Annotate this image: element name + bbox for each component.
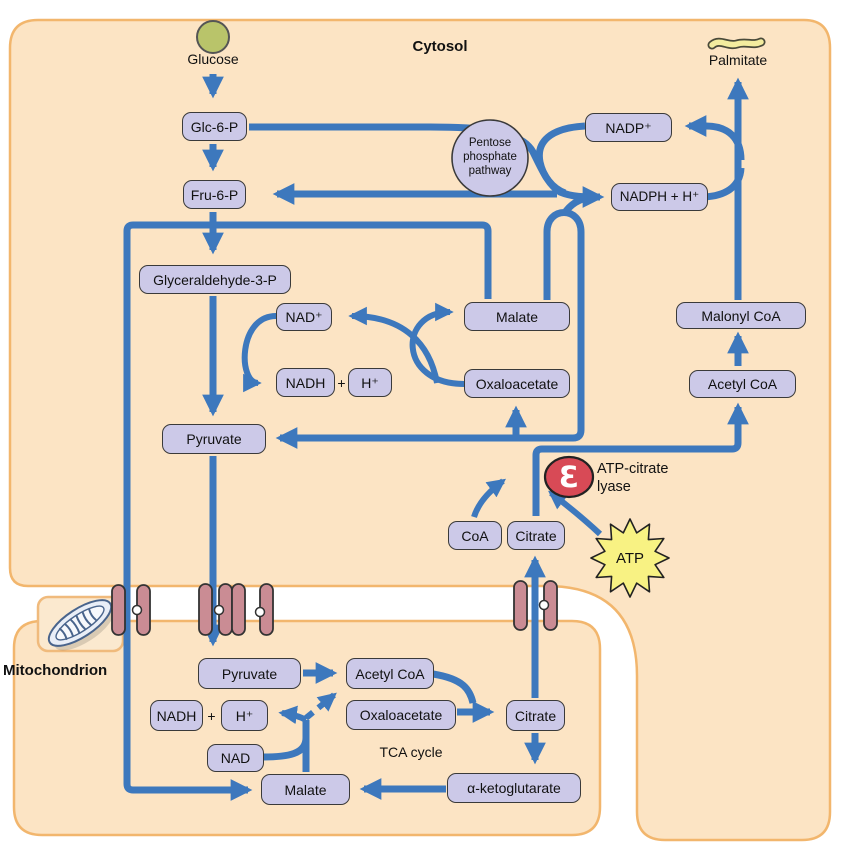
node-nadph-h-plus: NADPH + H⁺	[611, 183, 708, 211]
line-nadph-to-fatty-acid-synthesis	[703, 167, 745, 201]
node-fru-6-p: Fru-6-P	[183, 180, 246, 209]
glucose-icon	[196, 20, 230, 54]
node-nad-plus: NAD⁺	[276, 303, 332, 331]
arrow-citrate-to-acetylcoa	[532, 402, 749, 516]
arrow-malate-to-pyruvate	[275, 209, 585, 449]
node-glyceraldehyde-3-p: Glyceraldehyde-3-P	[139, 265, 291, 294]
arrow-nad-to-nadh-loop	[241, 313, 277, 393]
lyase-line-1: ATP-citrate	[597, 461, 669, 477]
node-oxaloacetate-mito: Oxaloacetate	[346, 700, 456, 730]
cytosol-region-label: Cytosol	[412, 37, 468, 55]
node-citrate-cytosol: Citrate	[507, 521, 565, 550]
line-mito-acetylcoa-to-citrate	[432, 670, 477, 704]
node-malate-mito: Malate	[261, 774, 350, 805]
line-nadp-into-ppp	[535, 122, 586, 197]
tca-cycle-label: TCA cycle	[379, 744, 443, 760]
node-citrate-mito: Citrate	[506, 700, 565, 731]
arrow-atp-to-lyase	[548, 490, 603, 537]
membrane-transporters	[111, 580, 558, 636]
transporter-icon	[231, 583, 246, 636]
node-h-plus-cytosol: H⁺	[348, 368, 392, 397]
line-arch-to-nadph	[563, 193, 597, 214]
node-nadh-cytosol: NADH	[276, 368, 335, 397]
node-pyruvate-mito: Pyruvate	[198, 658, 301, 689]
atp-starburst-icon	[590, 518, 670, 598]
transporter-icon	[513, 580, 528, 631]
atp-label: ATP	[615, 549, 645, 567]
arrow-fatty-acid-to-nadp	[684, 115, 745, 161]
pathway-arrows	[123, 74, 749, 801]
svg-text:Ɛ: Ɛ	[559, 460, 579, 494]
line-mito-nad-join	[262, 737, 310, 761]
node-acetyl-coa-cytosol: Acetyl CoA	[689, 370, 796, 398]
arrow-to-mito-nadh	[278, 705, 308, 725]
transporter-icon	[198, 583, 213, 636]
arrow-malate-shuttle	[123, 221, 492, 801]
node-acetyl-coa-mito: Acetyl CoA	[346, 658, 434, 689]
mitochondrion-icon	[36, 595, 125, 653]
node-oxaloacetate-cytosol: Oxaloacetate	[464, 369, 570, 398]
palmitate-label: Palmitate	[708, 52, 768, 68]
node-alpha-ketoglutarate: α-ketoglutarate	[447, 773, 581, 803]
node-malate-cytosol: Malate	[464, 302, 570, 331]
plus-sign: +	[207, 707, 216, 724]
atp-citrate-lyase-label: ATP-citrate lyase	[597, 460, 692, 496]
pentose-phosphate-pathway-label: Pentose phosphate pathway	[452, 126, 528, 190]
atp-citrate-lyase-enzyme-icon: Ɛ	[543, 455, 595, 499]
node-glc-6-p: Glc-6-P	[182, 112, 247, 141]
node-nad-mito: NAD	[207, 744, 264, 772]
node-malonyl-coa: Malonyl CoA	[676, 302, 806, 329]
node-h-plus-mito: H⁺	[221, 700, 268, 731]
node-pyruvate-cytosol: Pyruvate	[162, 424, 266, 454]
glucose-label: Glucose	[187, 51, 239, 67]
arrow-coa-to-lyase	[471, 478, 506, 518]
lyase-line-2: lyase	[597, 479, 631, 496]
ppp-line-2: phosphate	[463, 151, 517, 164]
plus-sign: +	[337, 374, 346, 391]
node-nadp-plus: NADP⁺	[585, 113, 672, 142]
arrow-dashed-to-mito-acetylcoa	[304, 692, 337, 721]
ppp-line-1: Pentose	[468, 137, 512, 150]
pentose-phosphate-pathway-circle	[451, 119, 529, 197]
node-coa: CoA	[448, 521, 502, 550]
transporter-icon	[111, 584, 126, 636]
mitochondrion-region-label: Mitochondrion	[3, 661, 108, 679]
palmitate-icon	[707, 37, 766, 50]
arrow-oxaloacetate-to-malate-loop	[409, 302, 465, 387]
node-nadh-mito: NADH	[150, 700, 203, 731]
ppp-line-3: pathway	[468, 164, 512, 177]
